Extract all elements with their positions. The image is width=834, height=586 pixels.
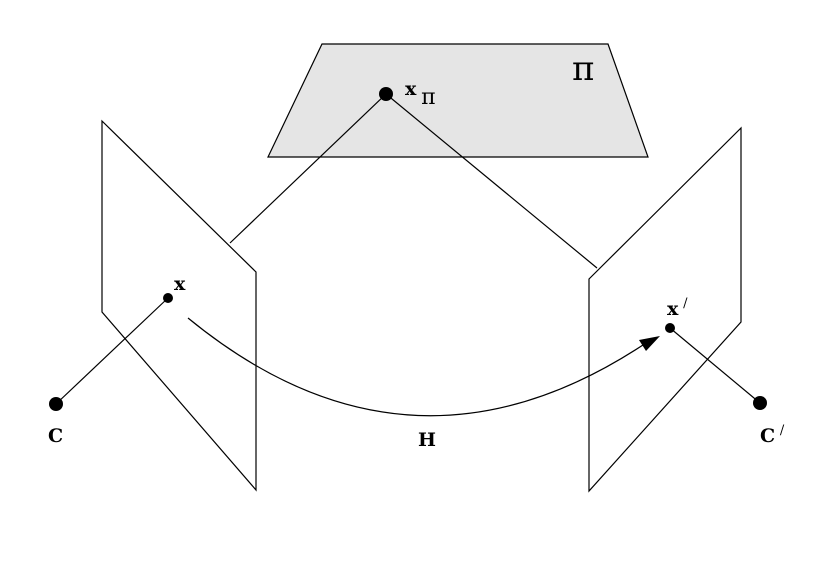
left-image-plane [101, 119, 257, 492]
world-point [379, 87, 393, 101]
homography-arrowhead [639, 336, 660, 351]
plane-label: π [572, 49, 594, 89]
homography-label: H [418, 429, 436, 451]
world-point-label: x π [405, 78, 436, 110]
right-camera-label: C / [760, 423, 785, 447]
left-image-point-label: x [174, 273, 186, 295]
scene-plane [267, 43, 649, 158]
homography-arrow [187, 317, 647, 417]
left-camera-ray [55, 297, 169, 405]
right-camera-ray [669, 327, 761, 404]
left-camera-center [49, 397, 63, 411]
right-image-point-label: x / [667, 296, 688, 320]
right-image-point [665, 323, 675, 333]
left-image-point [163, 293, 173, 303]
left-camera-label: C [48, 425, 63, 447]
ray-right [385, 93, 598, 269]
ray-left [229, 93, 387, 244]
right-image-plane [588, 126, 742, 493]
right-camera-center [753, 396, 767, 410]
